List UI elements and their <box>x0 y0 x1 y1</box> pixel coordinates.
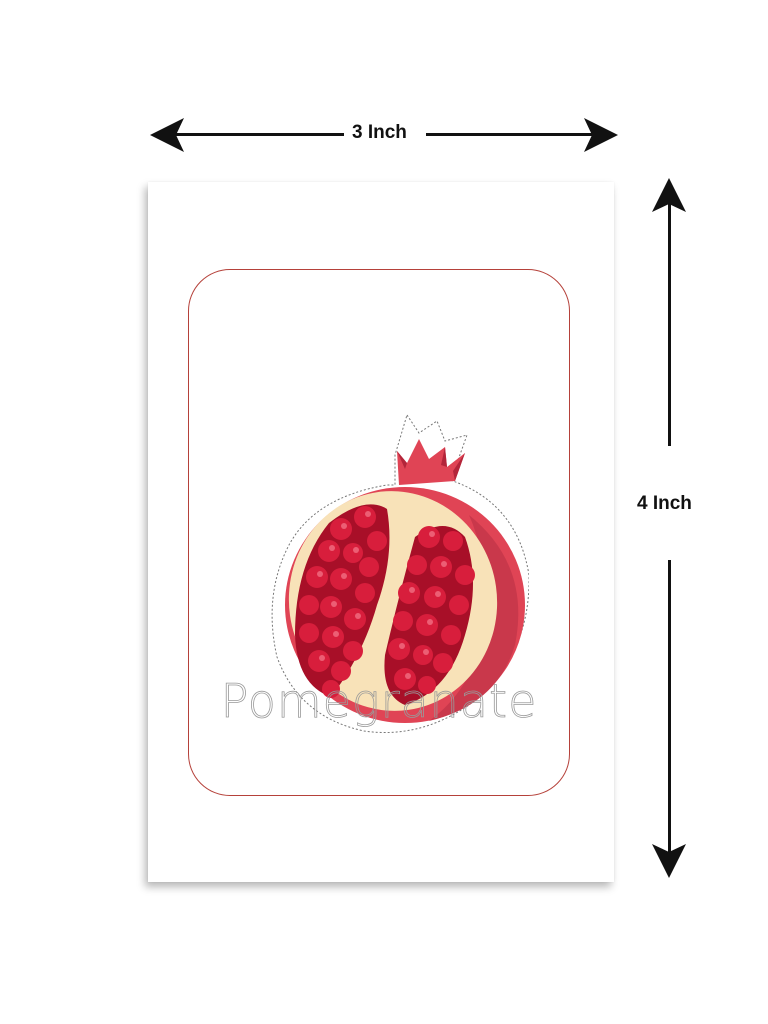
height-line-bottom <box>668 560 671 854</box>
height-line-top <box>668 200 671 446</box>
pomegranate-illustration <box>269 405 529 745</box>
pomegranate-icon <box>271 413 529 734</box>
fruit-name-tracing: Pomegranate <box>220 674 538 729</box>
card-frame: Pomegranate <box>188 269 570 796</box>
arrow-right-icon <box>584 118 618 152</box>
width-line-right <box>426 133 592 136</box>
width-label: 3 Inch <box>352 122 407 143</box>
width-line-left <box>176 133 344 136</box>
height-label: 4 Inch <box>637 493 692 514</box>
flash-card: Pomegranate <box>148 182 614 882</box>
arrow-up-icon <box>652 178 686 212</box>
arrow-left-icon <box>150 118 184 152</box>
arrow-down-icon <box>652 844 686 878</box>
